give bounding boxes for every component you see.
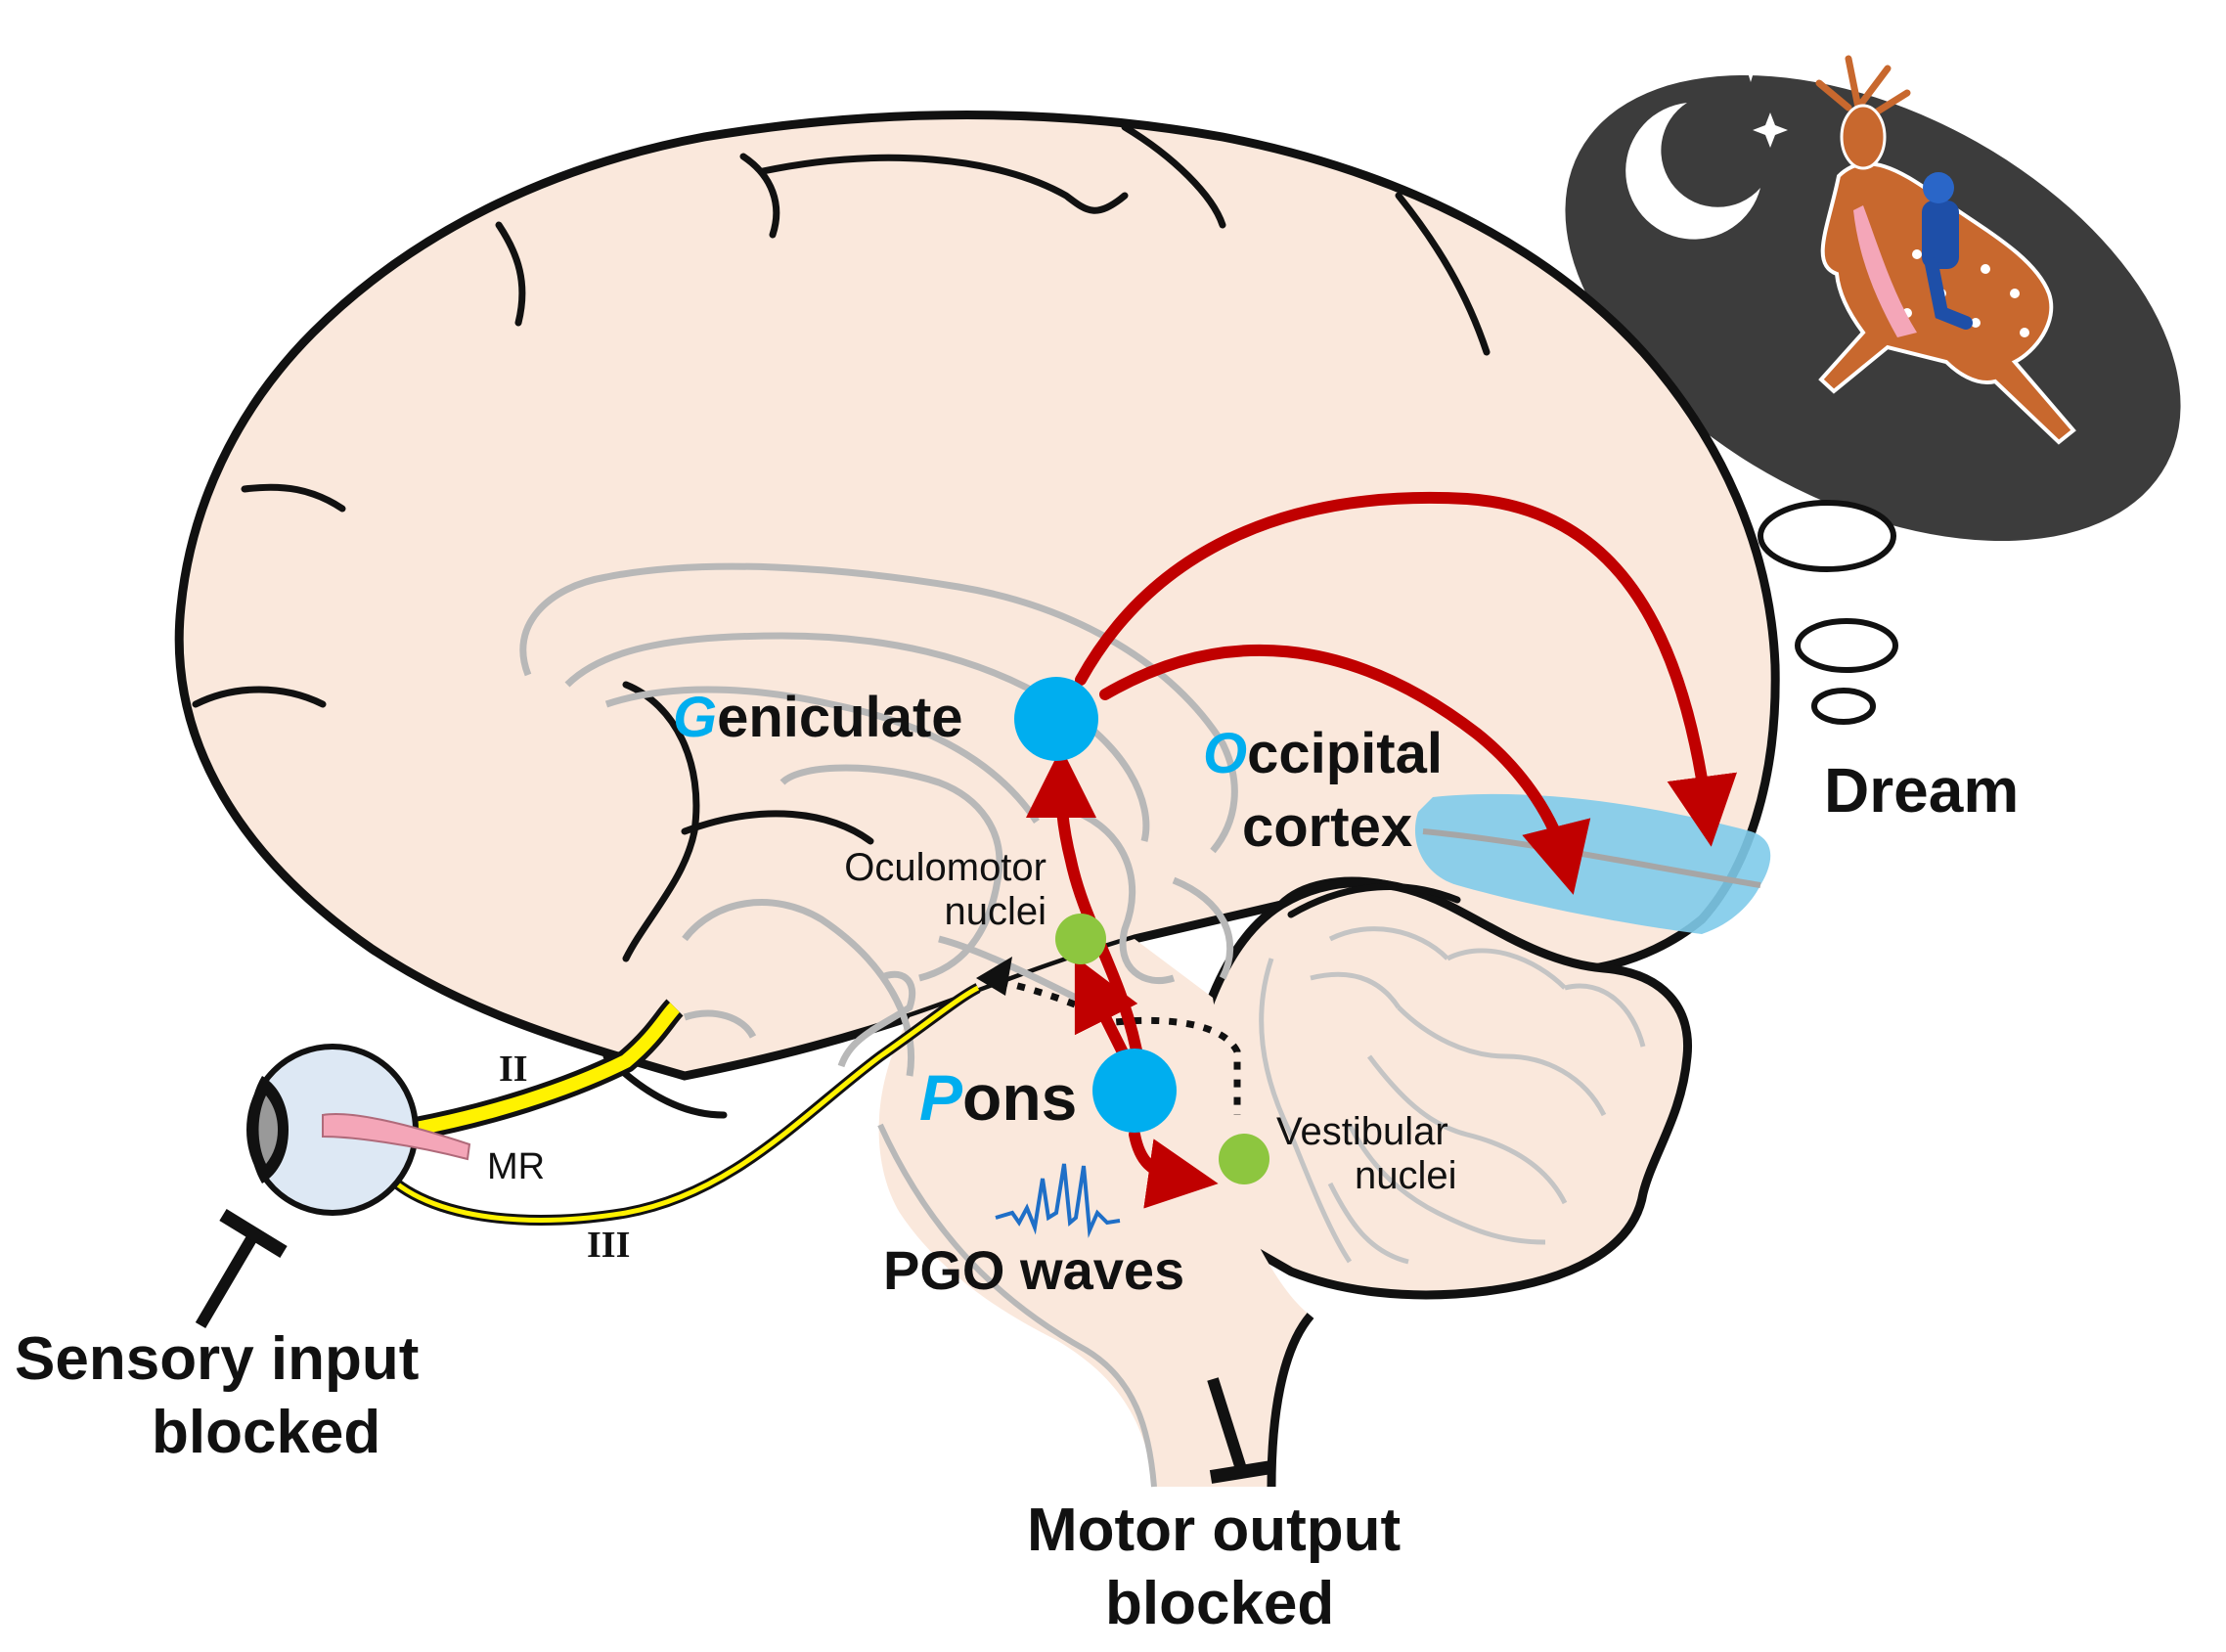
oculomotor-nuclei-node bbox=[1055, 914, 1106, 964]
nerve-ii-label: II bbox=[499, 1049, 528, 1090]
vestibular-label-line2: nuclei bbox=[1355, 1154, 1457, 1197]
mr-label: MR bbox=[487, 1146, 545, 1187]
sensory-block-bar bbox=[219, 1209, 288, 1258]
motor-block-line bbox=[1207, 1377, 1248, 1474]
brain bbox=[174, 111, 1780, 1488]
pons-rest: ons bbox=[962, 1061, 1077, 1134]
brainstem-outline bbox=[878, 939, 1311, 1487]
thought-bubble-large bbox=[1758, 500, 1896, 572]
oculomotor-label-line2: nuclei bbox=[944, 890, 1046, 933]
pgo-waves-label: PGO waves bbox=[883, 1239, 1184, 1301]
occipital-initial: O bbox=[1203, 722, 1247, 785]
motor-label-line2: blocked bbox=[1105, 1570, 1334, 1637]
brainstem-edge bbox=[1267, 1313, 1314, 1488]
thought-bubble-medium bbox=[1795, 618, 1898, 673]
sensory-label-line2: blocked bbox=[152, 1399, 380, 1466]
vestibular-label-line1: Vestibular bbox=[1276, 1110, 1448, 1153]
star-icon bbox=[1725, 31, 1776, 82]
moon-icon bbox=[1625, 103, 1760, 240]
dotted-arrowhead bbox=[976, 957, 1012, 996]
pons-label: Pons bbox=[919, 1061, 1077, 1134]
motor-block-bar bbox=[1209, 1460, 1273, 1484]
geniculate-label: Geniculate bbox=[673, 686, 963, 749]
geniculate-initial: G bbox=[673, 686, 717, 749]
dream-label: Dream bbox=[1824, 755, 2019, 826]
dream-bubble bbox=[1565, 31, 2181, 725]
sulci bbox=[192, 123, 1491, 1119]
pgo-wave-trace-icon bbox=[995, 1163, 1121, 1238]
oculomotor-nerve-iii bbox=[369, 985, 980, 1223]
block-markers bbox=[195, 1209, 1273, 1484]
motor-label-line1: Motor output bbox=[1027, 1496, 1401, 1564]
brainstem-inner-line bbox=[877, 1123, 1157, 1488]
oculomotor-label-line1: Oculomotor bbox=[844, 846, 1046, 889]
pons-node bbox=[1092, 1049, 1177, 1133]
occipital-label: Occipital bbox=[1203, 722, 1443, 785]
geniculate-node bbox=[1014, 677, 1098, 761]
sensory-label-line1: Sensory input bbox=[15, 1325, 419, 1393]
deer-rider-icon bbox=[1815, 55, 2076, 445]
sensory-block-line bbox=[195, 1233, 258, 1329]
occipital-rest: ccipital bbox=[1247, 722, 1443, 785]
optic-nerve-ii bbox=[409, 1003, 681, 1137]
dotted-paths bbox=[982, 974, 1241, 1115]
eye-and-nerves bbox=[246, 983, 981, 1226]
occipital-cortex-label: cortex bbox=[1242, 795, 1412, 859]
medial-rectus-muscle bbox=[322, 1113, 471, 1161]
nerve-iii-label: III bbox=[587, 1225, 630, 1266]
arbor-vitae bbox=[1259, 926, 1646, 1265]
pons-initial: P bbox=[919, 1061, 963, 1134]
star-icon bbox=[1753, 112, 1788, 148]
geniculate-rest: eniculate bbox=[717, 686, 962, 749]
thought-bubble-small bbox=[1811, 688, 1876, 725]
vestibular-nuclei-node bbox=[1219, 1134, 1269, 1184]
inner-structures bbox=[519, 562, 1238, 1077]
pgo-pathways bbox=[1026, 491, 1737, 1209]
